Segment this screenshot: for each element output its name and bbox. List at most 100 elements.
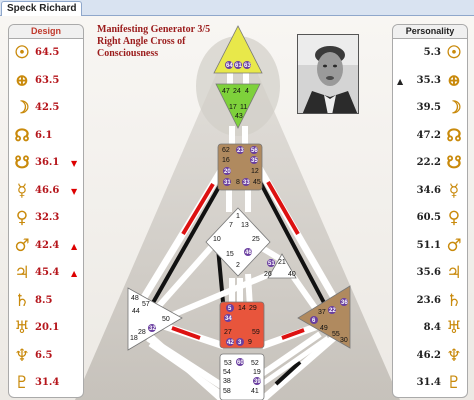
gate-57[interactable]: 57: [142, 301, 150, 308]
design-row-mars[interactable]: ♂42.4▲: [9, 236, 83, 256]
design-row-mercury[interactable]: ☿46.6▼: [9, 181, 83, 201]
gate-37[interactable]: 37: [318, 309, 326, 316]
gate-22[interactable]: 22: [329, 308, 336, 314]
gate-38[interactable]: 38: [223, 378, 231, 385]
gate-64[interactable]: 64: [226, 63, 233, 69]
gate-55[interactable]: 55: [332, 331, 340, 338]
gate-7[interactable]: 7: [229, 222, 233, 229]
gate-3[interactable]: 3: [238, 340, 242, 346]
design-row-north-node[interactable]: ☊6.1: [9, 126, 83, 146]
personality-row-mercury[interactable]: ☿34.6: [393, 181, 467, 201]
gate-5[interactable]: 5: [228, 306, 232, 312]
head-center[interactable]: [213, 25, 263, 74]
gate-61[interactable]: 61: [235, 63, 242, 69]
personality-row-earth[interactable]: ⊕35.3▲: [393, 71, 467, 91]
design-row-uranus[interactable]: ♅20.1: [9, 318, 83, 338]
gate-27[interactable]: 27: [224, 329, 232, 336]
gate-39[interactable]: 39: [254, 379, 261, 385]
gate-34[interactable]: 34: [225, 316, 232, 322]
solar-plexus-center[interactable]: [297, 285, 351, 349]
gate-41[interactable]: 41: [251, 388, 259, 395]
gate-49[interactable]: 49: [320, 325, 328, 332]
gate-6[interactable]: 6: [312, 318, 316, 324]
gate-25[interactable]: 25: [252, 236, 260, 243]
personality-row-south-node[interactable]: ☋22.2: [393, 153, 467, 173]
gate-33[interactable]: 33: [243, 180, 250, 186]
gate-20[interactable]: 20: [224, 169, 231, 175]
gate-15[interactable]: 15: [226, 251, 234, 258]
personality-row-pluto[interactable]: ♇31.4: [393, 373, 467, 393]
root-center[interactable]: [219, 353, 265, 400]
gate-28[interactable]: 28: [138, 329, 146, 336]
gate-42[interactable]: 42: [227, 340, 234, 346]
gate-32[interactable]: 32: [149, 326, 156, 332]
personality-row-uranus[interactable]: ♅8.4: [393, 318, 467, 338]
design-row-earth[interactable]: ⊕63.5: [9, 71, 83, 91]
gate-60[interactable]: 60: [237, 360, 244, 366]
design-row-pluto[interactable]: ♇31.4: [9, 373, 83, 393]
gate-62[interactable]: 62: [222, 147, 230, 154]
gate-48[interactable]: 48: [131, 295, 139, 302]
gate-26[interactable]: 26: [264, 271, 272, 278]
gate-14[interactable]: 14: [238, 305, 246, 312]
gate-40[interactable]: 40: [288, 271, 296, 278]
gate-16[interactable]: 16: [222, 157, 230, 164]
gate-35[interactable]: 35: [251, 158, 258, 164]
personality-row-north-node[interactable]: ☊47.2: [393, 126, 467, 146]
design-row-south-node[interactable]: ☋36.1▼: [9, 153, 83, 173]
g-center[interactable]: [205, 207, 271, 277]
throat-center[interactable]: [217, 143, 263, 191]
heart-center[interactable]: [267, 253, 297, 279]
gate-13[interactable]: 13: [241, 222, 249, 229]
gate-11[interactable]: 11: [240, 104, 247, 111]
gate-12[interactable]: 12: [251, 168, 259, 175]
gate-51[interactable]: 51: [268, 261, 275, 267]
gate-9[interactable]: 9: [248, 339, 252, 346]
gate-44[interactable]: 44: [132, 308, 140, 315]
gate-24[interactable]: 24: [233, 88, 241, 95]
gate-52[interactable]: 52: [251, 360, 259, 367]
sacral-center[interactable]: [219, 301, 265, 349]
personality-row-moon[interactable]: ☽39.5: [393, 98, 467, 118]
gate-19[interactable]: 19: [253, 369, 261, 376]
personality-row-saturn[interactable]: ♄23.6: [393, 291, 467, 311]
design-row-neptune[interactable]: ♆6.5: [9, 346, 83, 366]
gate-56[interactable]: 56: [251, 148, 258, 154]
spleen-center[interactable]: [127, 287, 183, 351]
personality-row-venus[interactable]: ♀60.5: [393, 208, 467, 228]
gate-53[interactable]: 53: [224, 360, 232, 367]
gate-45[interactable]: 45: [253, 179, 261, 186]
gate-36[interactable]: 36: [341, 300, 348, 306]
gate-30[interactable]: 30: [340, 337, 348, 344]
gate-47[interactable]: 47: [222, 88, 230, 95]
personality-row-neptune[interactable]: ♆46.2: [393, 346, 467, 366]
personality-row-sun[interactable]: ☉5.3: [393, 43, 467, 63]
design-row-venus[interactable]: ♀32.3: [9, 208, 83, 228]
gate-23[interactable]: 23: [237, 148, 244, 154]
gate-63[interactable]: 63: [244, 63, 251, 69]
gate-1[interactable]: 1: [236, 213, 240, 220]
gate-58[interactable]: 58: [223, 388, 231, 395]
design-row-jupiter[interactable]: ♃45.4▲: [9, 263, 83, 283]
gate-2[interactable]: 2: [236, 262, 240, 269]
design-row-sun[interactable]: ☉64.5: [9, 43, 83, 63]
design-row-saturn[interactable]: ♄8.5: [9, 291, 83, 311]
gate-10[interactable]: 10: [213, 236, 221, 243]
personality-row-mars[interactable]: ♂51.1: [393, 236, 467, 256]
gate-4[interactable]: 4: [245, 88, 249, 95]
gate-31[interactable]: 31: [224, 180, 231, 186]
gate-50[interactable]: 50: [162, 316, 170, 323]
gate-17[interactable]: 17: [229, 104, 237, 111]
personality-row-jupiter[interactable]: ♃35.6: [393, 263, 467, 283]
tab-chart[interactable]: Speck Richard: [1, 1, 83, 16]
gate-59[interactable]: 59: [252, 329, 260, 336]
gate-29[interactable]: 29: [249, 305, 257, 312]
gate-43[interactable]: 43: [235, 113, 243, 120]
design-row-moon[interactable]: ☽42.5: [9, 98, 83, 118]
ajna-center[interactable]: [215, 83, 261, 129]
gate-46[interactable]: 46: [245, 250, 252, 256]
gate-54[interactable]: 54: [223, 369, 231, 376]
gate-21[interactable]: 21: [278, 259, 286, 266]
gate-8[interactable]: 8: [236, 179, 240, 186]
gate-18[interactable]: 18: [130, 335, 138, 342]
